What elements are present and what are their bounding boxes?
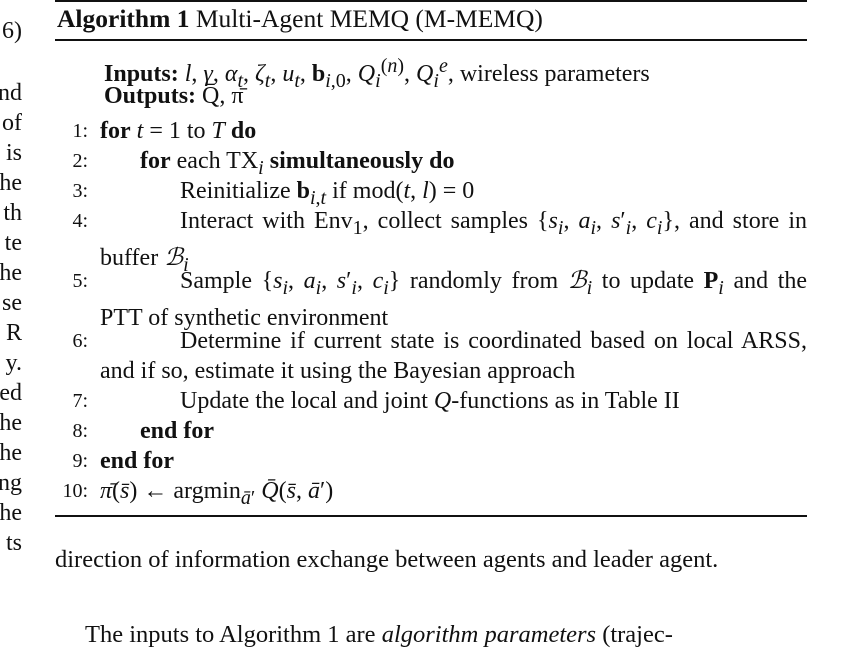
outputs-label: Outputs:	[104, 83, 197, 109]
inputs-value: l, γ, αt, ζt, ut, bi,0, Qi(n), Qie, wire…	[184, 55, 650, 92]
line-text: Update the local and joint Q-functions a…	[180, 388, 680, 414]
inputs-label: Inputs:	[104, 61, 179, 87]
left-fragment: y.	[5, 350, 22, 376]
line-number: 6:	[72, 330, 88, 352]
left-fragment: he	[0, 500, 22, 526]
line-number: 9:	[72, 450, 88, 472]
left-fragment: is	[5, 140, 22, 166]
left-fragment: ed	[0, 380, 22, 406]
left-fragment: he	[0, 170, 22, 196]
left-fragment: he	[0, 260, 22, 286]
left-fragment: se	[2, 290, 22, 316]
line-text: Determine if current state is coordinate…	[100, 328, 807, 384]
left-column-fragment: 6) nd of is he th te he se R y. ed he he…	[0, 0, 28, 642]
left-fragment: 6)	[2, 18, 22, 44]
line-text: for each TXi simultaneously do	[140, 148, 455, 179]
line-text: π̄(s̄) ← argminā′ Q̄(s̄, ā′)	[100, 478, 334, 509]
left-fragment: nd	[0, 80, 22, 106]
left-fragment: of	[2, 110, 22, 136]
left-fragment: ng	[0, 470, 22, 496]
line-text: for t = 1 to T do	[100, 118, 257, 144]
algorithm-title-rule	[55, 39, 807, 41]
left-fragment: th	[3, 200, 22, 226]
algorithm-top-rule	[55, 0, 807, 2]
body-paragraph: The inputs to Algorithm 1 are algorithm …	[85, 621, 673, 648]
algorithm-title: Algorithm 1 Multi-Agent MEMQ (M-MEMQ)	[57, 3, 543, 35]
algorithm-bottom-rule	[55, 515, 807, 517]
line-text: Interact with Env1, collect samples {si,…	[100, 208, 808, 276]
body-paragraph: direction of information exchange betwee…	[55, 546, 719, 573]
line-number: 7:	[72, 390, 88, 412]
line-number: 4:	[72, 210, 88, 232]
line-text: Reinitialize bi,t if mod(t, l) = 0	[180, 178, 475, 209]
algorithm-name: Multi-Agent MEMQ (M-MEMQ)	[195, 4, 543, 33]
left-fragment: R	[5, 320, 22, 346]
line-number: 3:	[72, 180, 88, 202]
line-number: 1:	[72, 120, 88, 142]
line-number: 5:	[72, 270, 88, 292]
left-fragment: he	[0, 410, 22, 436]
line-text: end for	[100, 448, 174, 474]
left-fragment: he	[0, 440, 22, 466]
algorithm-inputs: Inputs: l, γ, αt, ζt, ut, bi,0, Qi(n), Q…	[104, 51, 650, 96]
line-number: 8:	[72, 420, 88, 442]
line-number: 2:	[72, 150, 88, 172]
outputs-value: Q̄, π̄	[202, 83, 244, 109]
line-text: end for	[140, 418, 214, 444]
left-fragment: te	[4, 230, 22, 256]
line-number: 10:	[62, 480, 88, 502]
line-text: Sample {si, ai, s′i, ci} randomly from ℬ…	[100, 268, 808, 331]
algorithm-outputs: Outputs: Q̄, π̄	[104, 81, 243, 111]
left-fragment: ts	[5, 530, 22, 556]
algorithm-label: Algorithm 1	[57, 4, 190, 33]
